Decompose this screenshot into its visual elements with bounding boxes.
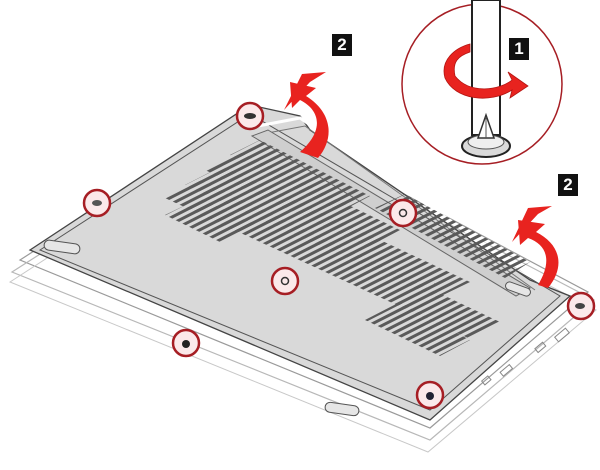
screw-callout bbox=[235, 101, 265, 131]
side-ports bbox=[480, 327, 570, 386]
screwdriver-detail-inset bbox=[401, 0, 563, 165]
screw-callout bbox=[82, 188, 112, 218]
step-badge-2-top: 2 bbox=[332, 34, 352, 56]
screw-callout bbox=[270, 266, 300, 296]
screw-callout bbox=[171, 328, 201, 358]
rubber-feet bbox=[43, 239, 531, 417]
lift-arrow-right bbox=[512, 206, 559, 288]
rotate-arrow-icon bbox=[443, 43, 529, 99]
screw-callout bbox=[566, 291, 596, 321]
lift-arrow-top bbox=[284, 72, 329, 158]
step-badge-1: 1 bbox=[509, 38, 529, 60]
step-badge-2-right: 2 bbox=[558, 174, 578, 196]
screw-callout bbox=[388, 198, 418, 228]
screw-callout bbox=[415, 380, 445, 410]
screw-callouts bbox=[82, 101, 596, 410]
